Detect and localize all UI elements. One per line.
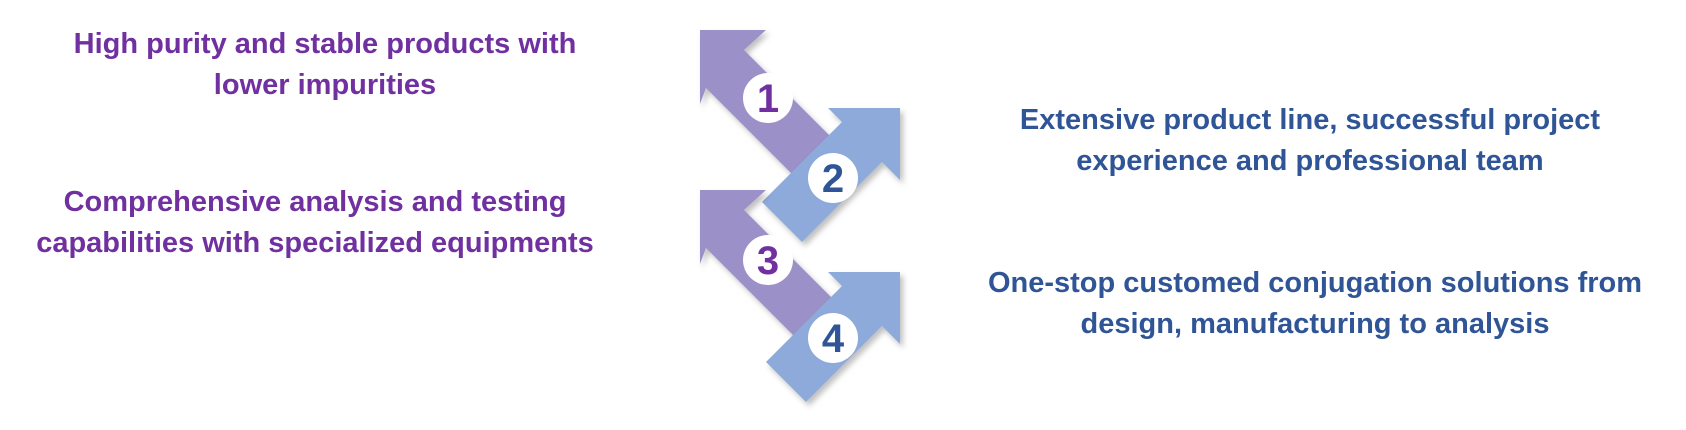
step-1-description: High purity and stable products with low…	[20, 24, 630, 106]
step-2-number: 2	[822, 157, 844, 201]
step-3-line-2: capabilities with specialized equipments	[36, 227, 594, 259]
step-3-number: 3	[757, 239, 779, 283]
arrow-2: 2	[762, 108, 900, 242]
step-2-badge	[808, 153, 858, 203]
step-2-description: Extensive product line, successful proje…	[960, 100, 1660, 182]
step-4-number: 4	[822, 317, 845, 361]
step-3-description: Comprehensive analysis and testing capab…	[0, 182, 630, 264]
arrow-3: 3	[700, 190, 832, 336]
step-1-badge	[743, 73, 793, 123]
step-2-line-2: experience and professional team	[1076, 145, 1544, 177]
step-1-line-2: lower impurities	[213, 69, 437, 101]
step-3-line-1: Comprehensive analysis and testing	[63, 186, 567, 218]
step-1-line-1: High purity and stable products with	[73, 28, 577, 60]
step-1-number: 1	[757, 77, 779, 121]
arrow-1: 1	[700, 30, 832, 176]
step-2-line-1: Extensive product line, successful proje…	[1019, 104, 1601, 136]
arrow-4: 4	[766, 272, 900, 402]
step-4-badge	[808, 313, 858, 363]
step-4-line-1: One-stop customed conjugation solutions …	[987, 267, 1643, 299]
step-4-description: One-stop customed conjugation solutions …	[950, 263, 1680, 345]
step-4-line-2: design, manufacturing to analysis	[1080, 308, 1550, 340]
step-3-badge	[743, 235, 793, 285]
